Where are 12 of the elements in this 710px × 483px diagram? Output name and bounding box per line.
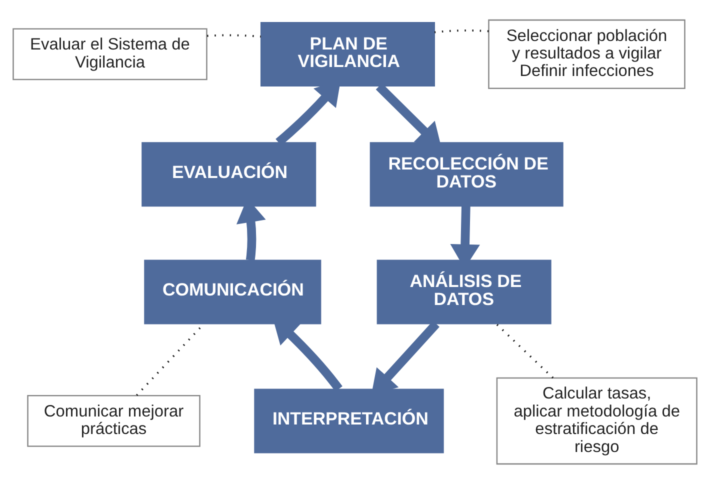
connector xyxy=(434,28,489,33)
connector xyxy=(496,322,554,378)
node-box: INTERPRETACIÓN xyxy=(254,388,444,453)
node-box: Comunicar mejorar prácticas xyxy=(27,394,200,446)
node-box: PLAN DE VIGILANCIA xyxy=(260,21,435,86)
node-box: EVALUACIÓN xyxy=(142,142,316,206)
node-box: Evaluar el Sistema de Vigilancia xyxy=(12,28,208,80)
node-box: Calcular tasas, aplicar metodología de estratificación de riesgo xyxy=(496,376,698,464)
node-box: COMUNICACIÓN xyxy=(144,259,322,324)
node-box: Seleccionar población y resultados a vigilar Definir infecciones xyxy=(488,18,686,88)
node-box: ANÁLISIS DE DATOS xyxy=(376,259,552,324)
node-box: RECOLECCIÓN DE DATOS xyxy=(370,142,564,206)
